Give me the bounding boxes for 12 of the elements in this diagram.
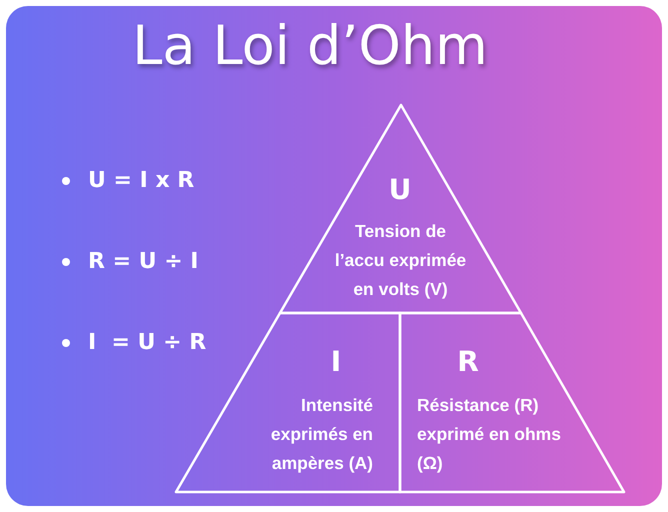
description-text: Intensité exprimés en ampères (A) (270, 394, 373, 475)
description-text: Résistance (R) exprimé en ohms (Ω) (417, 394, 562, 475)
formula-item: U = I x R (80, 168, 206, 193)
triangle-section (280, 105, 521, 313)
formula-item: R = U ÷ I (80, 249, 206, 274)
symbol-letter: I (330, 345, 342, 378)
description-text: Tension de l’accu exprimée en volts (V) (334, 220, 468, 301)
title: La Loi d’Ohm (131, 14, 489, 77)
symbol-letter: U (388, 173, 412, 206)
triangle-section (400, 313, 624, 492)
symbol-letter: R (456, 345, 480, 378)
formula-item: I = U ÷ R (80, 330, 206, 355)
